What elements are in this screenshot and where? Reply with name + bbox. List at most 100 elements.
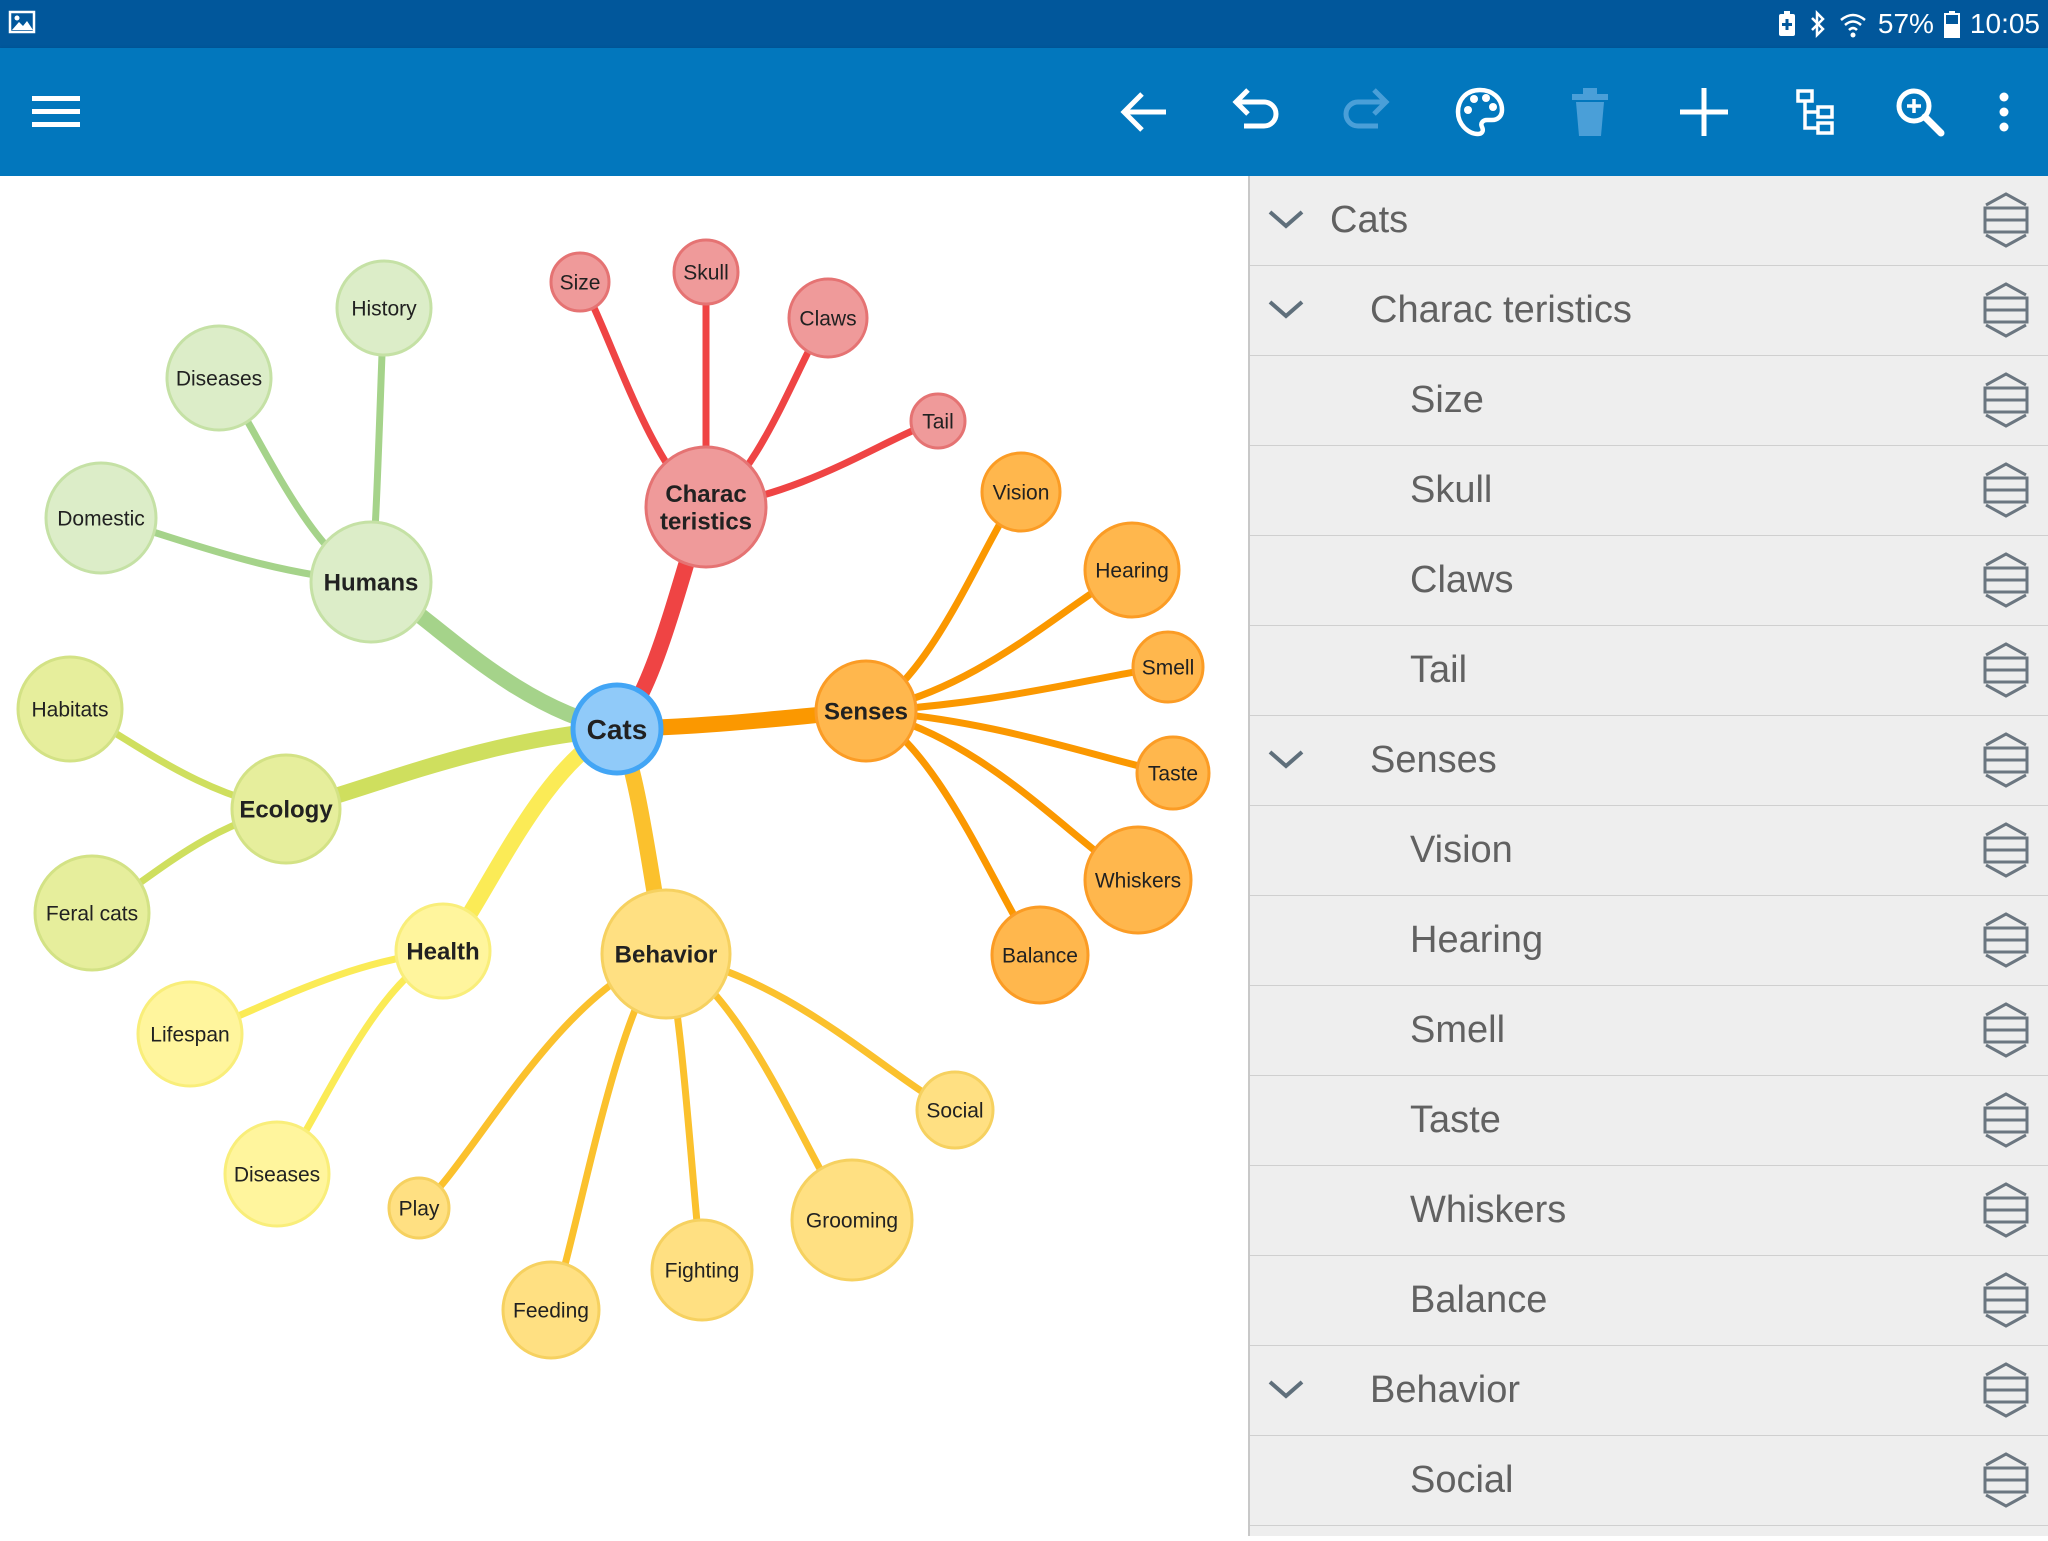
drag-handle-icon[interactable] [1982,191,2030,249]
mindmap-node-skull-circle [672,238,740,306]
outline-row-label: Vision [1410,829,1513,871]
zoom-button[interactable] [1876,68,1964,156]
mindmap-branch-humans[interactable]: Humans [309,520,433,644]
mindmap-node-history[interactable]: History [335,259,433,357]
outline-row[interactable]: Social [1250,1436,2048,1526]
drag-handle-icon[interactable] [1982,1271,2030,1329]
drag-handle-icon[interactable] [1982,371,2030,429]
mindmap-node-history-circle [335,259,433,357]
panel-divider[interactable] [1248,176,1250,1536]
menu-icon [32,96,80,127]
drag-handle-icon[interactable] [1982,1451,2030,1509]
mindmap-node-taste[interactable]: Taste [1135,735,1211,811]
undo-button[interactable] [1212,68,1300,156]
outline-row[interactable]: Charac teristics [1250,266,2048,356]
drag-handle-icon[interactable] [1982,1361,2030,1419]
chevron-down-icon[interactable] [1264,742,1308,778]
drag-handle-icon[interactable] [1982,821,2030,879]
mindmap-node-claws[interactable]: Claws [787,277,869,359]
outline-row-label: Skull [1410,469,1493,511]
outline-row[interactable]: Hearing [1250,896,2048,986]
mindmap-node-hearing[interactable]: Hearing [1083,521,1181,619]
mindmap-node-whiskers[interactable]: Whiskers [1083,825,1193,935]
outline-row[interactable]: Vision [1250,806,2048,896]
mindmap-node-skull[interactable]: Skull [672,238,740,306]
mindmap-node-lifespan[interactable]: Lifespan [136,980,244,1088]
chevron-down-icon[interactable] [1264,202,1308,238]
drag-handle-icon[interactable] [1982,551,2030,609]
mindmap-node-habitats[interactable]: Habitats [16,655,124,763]
mindmap-central-topic-circle [570,682,664,776]
chevron-down-icon[interactable] [1264,292,1308,328]
mindmap-central-topic[interactable]: Cats [570,682,664,776]
mindmap-node-size[interactable]: Size [549,251,611,313]
mindmap-node-diseases[interactable]: Diseases [223,1120,331,1228]
palette-button[interactable] [1436,68,1524,156]
drag-handle-icon[interactable] [1982,1001,2030,1059]
back-button[interactable] [1100,68,1188,156]
mindmap-branch-behavior[interactable]: Behavior [600,888,732,1020]
undo-icon [1232,88,1279,129]
drag-handle-icon[interactable] [1982,911,2030,969]
more-options-button[interactable] [1960,68,2048,156]
drag-handle-icon[interactable] [1982,1091,2030,1149]
mindmap-node-diseases[interactable]: Diseases [165,324,273,432]
outline-row[interactable]: Taste [1250,1076,2048,1166]
outline-row[interactable]: Tail [1250,626,2048,716]
mindmap-node-social[interactable]: Social [915,1070,995,1150]
mindmap-node-feeding[interactable]: Feeding [501,1260,601,1360]
mindmap-node-habitats-circle [16,655,124,763]
mindmap-node-diseases-circle [165,324,273,432]
outline-row[interactable]: Senses [1250,716,2048,806]
redo-button[interactable] [1322,68,1410,156]
zoom-icon [1896,88,1945,137]
outline-row[interactable]: Claws [1250,536,2048,626]
battery-saver-icon [1778,11,1795,36]
battery-icon [1943,11,1960,38]
mindmap-node-tail[interactable]: Tail [909,392,967,450]
add-node-button[interactable] [1660,68,1748,156]
mindmap-node-smell[interactable]: Smell [1131,630,1205,704]
outline-row[interactable]: Skull [1250,446,2048,536]
outline-row[interactable]: Whiskers [1250,1166,2048,1256]
mindmap-node-smell-label: Smell [1142,657,1195,680]
mindmap-node-play[interactable]: Play [387,1176,451,1240]
mindmap-node-balance-circle [990,905,1090,1005]
mindmap-node-balance[interactable]: Balance [990,905,1090,1005]
drag-handle-icon[interactable] [1982,731,2030,789]
drag-handle-icon[interactable] [1982,461,2030,519]
mindmap-branch-health[interactable]: Health [394,902,492,1000]
mindmap-node-balance-label: Balance [1002,945,1078,968]
outline-row-label: Social [1410,1459,1514,1501]
back-arrow-icon [1120,92,1166,132]
mindmap-svg[interactable]: Size SkullClawsTailVisionHearingSmellTast… [0,176,1248,1536]
outline-row[interactable]: Balance [1250,1256,2048,1346]
mindmap-node-vision[interactable]: Vision [980,451,1062,533]
drag-handle-icon[interactable] [1982,641,2030,699]
menu-button[interactable] [12,68,100,156]
outline-row-label: Cats [1330,199,1409,241]
outline-row-label: Whiskers [1410,1189,1567,1231]
tree-view-button[interactable] [1772,68,1860,156]
mindmap-node-feral-cats[interactable]: Feral cats [33,854,151,972]
mindmap-branch-behavior-circle [600,888,732,1020]
outline-row-label: Balance [1410,1279,1548,1321]
status-icons: 57% 10:05 [1776,0,2040,48]
mindmap-branch-senses-label: Senses [824,699,908,726]
delete-button[interactable] [1546,68,1634,156]
outline-row[interactable]: Size [1250,356,2048,446]
mindmap-node-fighting[interactable]: Fighting [650,1218,754,1322]
chevron-down-icon[interactable] [1264,1372,1308,1408]
outline-row[interactable]: Smell [1250,986,2048,1076]
drag-handle-icon[interactable] [1982,1181,2030,1239]
mindmap-branch-ecology[interactable]: Ecology [230,753,342,865]
mindmap-node-grooming[interactable]: Grooming [790,1158,914,1282]
mindmap-branch-senses[interactable]: Senses [814,659,918,763]
drag-handle-icon[interactable] [1982,281,2030,339]
mindmap-node-domestic[interactable]: Domestic [44,461,158,575]
outline-row[interactable]: Behavior [1250,1346,2048,1436]
outline-row[interactable]: Cats [1250,176,2048,266]
